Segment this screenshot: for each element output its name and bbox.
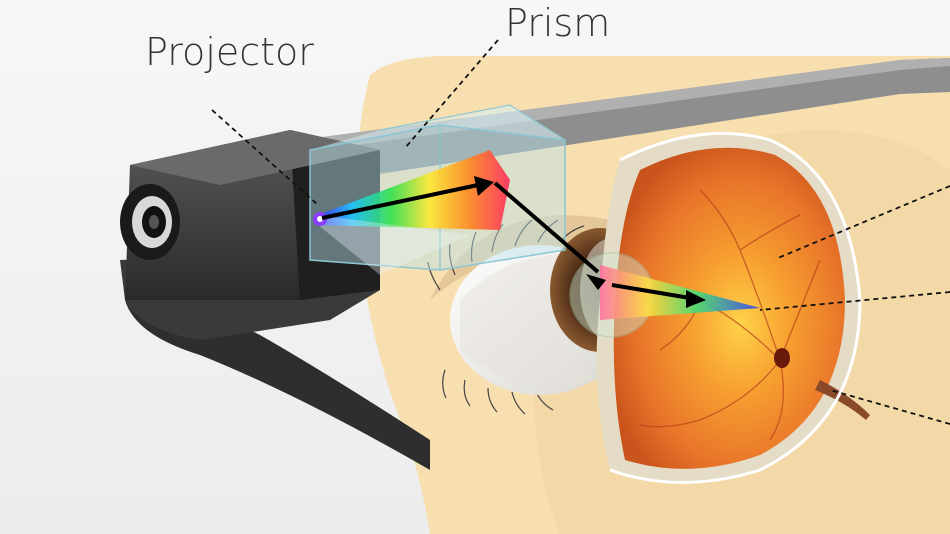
right-leader-top xyxy=(777,185,950,259)
projector-leader xyxy=(211,109,319,206)
arrow-head-2 xyxy=(586,274,606,290)
light-ray-arrow xyxy=(321,181,691,300)
prism-label: Prism xyxy=(505,1,610,45)
arrow-head-3 xyxy=(686,290,706,308)
projector-emitter-core xyxy=(317,216,323,222)
eyelashes xyxy=(427,219,585,415)
refracted-beam xyxy=(600,265,760,320)
projector-label: Projector xyxy=(145,30,314,74)
beam-reflection xyxy=(318,215,470,275)
right-leader-middle xyxy=(759,291,950,311)
glasses-temple-arm xyxy=(300,58,950,180)
optic-nerve xyxy=(815,380,870,420)
right-leader-bottom xyxy=(829,389,950,425)
projector-lens-icon xyxy=(120,184,180,260)
projector-housing-top xyxy=(130,130,380,185)
arrow-head-1 xyxy=(474,176,494,196)
leader-lines xyxy=(211,39,950,425)
optic-disc xyxy=(774,348,790,368)
prism-leader xyxy=(404,39,499,149)
